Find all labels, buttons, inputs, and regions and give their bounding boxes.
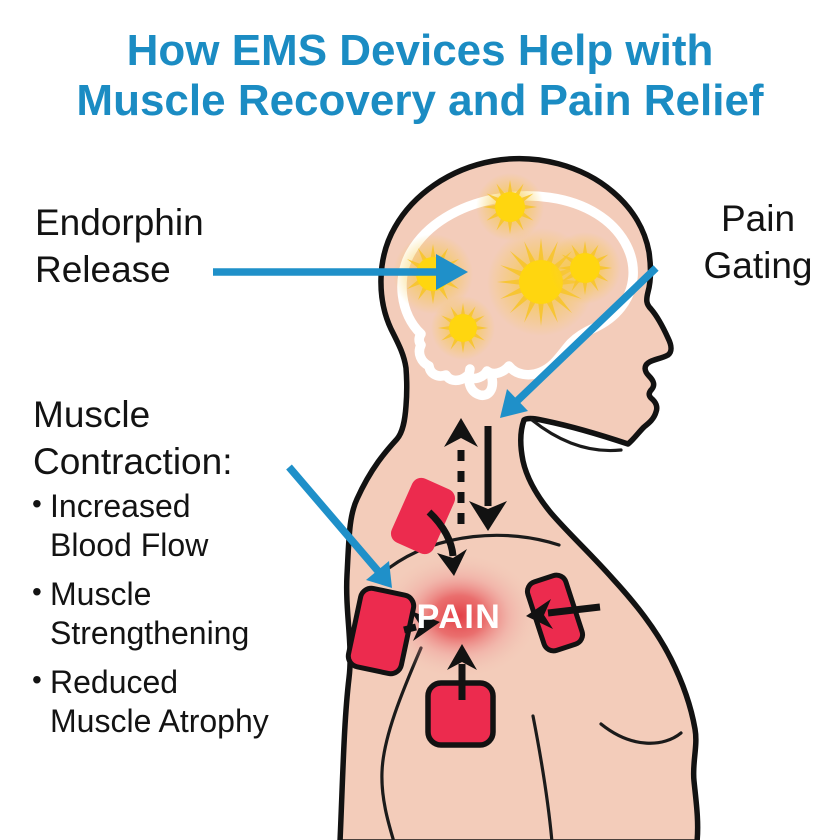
muscle-contraction-heading: Muscle Contraction: [33,394,233,482]
page-title: How EMS Devices Help with Muscle Recover… [0,26,840,126]
list-item: Muscle Strengthening [30,575,269,653]
body-contour-lines [380,418,683,840]
signal-arrows [403,418,601,700]
ems-pad-neck [390,477,456,555]
muscle-contraction-benefits-list: Increased Blood Flow Muscle Strengthenin… [30,487,269,751]
annotation-arrows [213,254,659,588]
pain-glow [377,552,541,680]
title-line-1: How EMS Devices Help with [126,26,714,75]
muscle-contraction-arrow [286,464,381,574]
pain-gating-arrow [513,265,659,405]
endorphin-starburst-icon [476,173,544,241]
title-line-2: Muscle Recovery and Pain Relief [76,76,764,125]
endorphin-starburst-icon [549,232,621,304]
pain-gating-label: Pain Gating [703,198,813,286]
curved-arrow-to-pain [426,509,457,557]
endorphin-release-label: Endorphin Release [35,202,204,290]
left-pad-arrow [403,623,417,634]
pain-label: PAIN [416,598,502,636]
right-pad-arrow [547,603,601,617]
endorphin-starburst-icon [431,296,495,360]
list-item: Reduced Muscle Atrophy [30,663,269,741]
list-item: Increased Blood Flow [30,487,269,565]
ems-pad-left-shoulder [345,585,417,677]
